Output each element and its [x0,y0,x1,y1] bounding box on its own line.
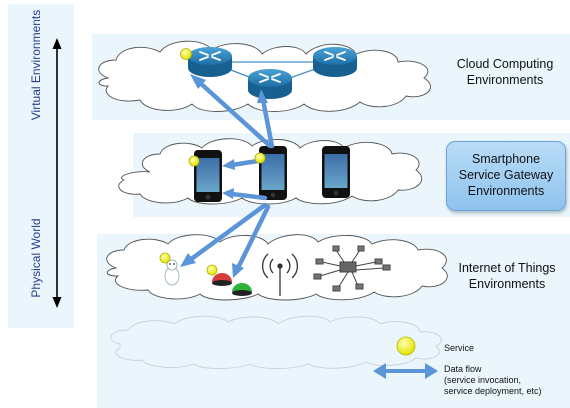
flow-arrow [260,97,275,149]
service-dot-icon [254,152,266,164]
iot-label-line: Environments [468,277,546,291]
flow-arrow [229,158,261,168]
flow-arrow [195,78,273,149]
gateway-label-line: Smartphone [471,152,541,166]
flow-arrowhead [190,74,206,89]
flow-arrowhead [222,159,235,170]
sensor-figure-icon [164,259,180,286]
cloud-outline-faded [110,315,442,369]
service-dot-icon [188,155,200,167]
cloud-label-line: Cloud Computing [456,57,554,71]
flow-arrowhead [180,253,196,267]
flow-arrowhead [222,188,234,199]
router-icon [188,47,232,77]
legend-dataflow-label: Data flow (service invocation, service d… [444,364,542,397]
antenna-icon [262,253,298,296]
cloud-outline-bottom [106,234,448,301]
gateway-highlight-box [446,141,566,211]
robot-kit-icon [313,245,391,292]
flow-arrow [187,202,268,263]
router-icon [313,47,357,77]
axis-panel [8,4,74,328]
legend-service-label: Service [444,343,475,353]
data-flow-arrows [180,74,275,278]
smartphone-icon [194,150,222,202]
smartphone-icon [259,146,287,200]
gateway-layer-label: Smartphone Service Gateway Environments [446,151,566,199]
legend-dataflow-line: Data flow [444,364,482,374]
service-dot-icon [180,48,192,60]
service-dot-icon [206,264,218,276]
iot-layer-label: Internet of Things Environments [444,260,570,292]
flow-arrowhead [257,89,268,103]
legend-dataflow-line: service deployment, etc) [444,386,542,396]
flow-arrow [229,191,268,201]
cloud-label-line: Environments [466,73,544,87]
gateway-label-line: Environments [467,184,545,198]
iot-label-line: Internet of Things [458,261,556,275]
legend-dataflow-arrow-icon [373,363,438,379]
flow-arrowhead [232,263,244,278]
router-icon [248,69,292,99]
gateway-label-line: Service Gateway [458,168,554,182]
smartphone-icon [322,146,350,198]
flow-arrow [235,204,271,271]
service-dots [159,48,266,276]
legend-dataflow-line: (service invocation, [444,375,522,385]
traffic-light-icon [212,273,252,296]
legend-service-dot-icon [396,336,416,356]
axis-double-arrow [52,38,62,308]
service-dot-icon [159,252,171,264]
cloud-layer-label: Cloud Computing Environments [440,56,570,88]
